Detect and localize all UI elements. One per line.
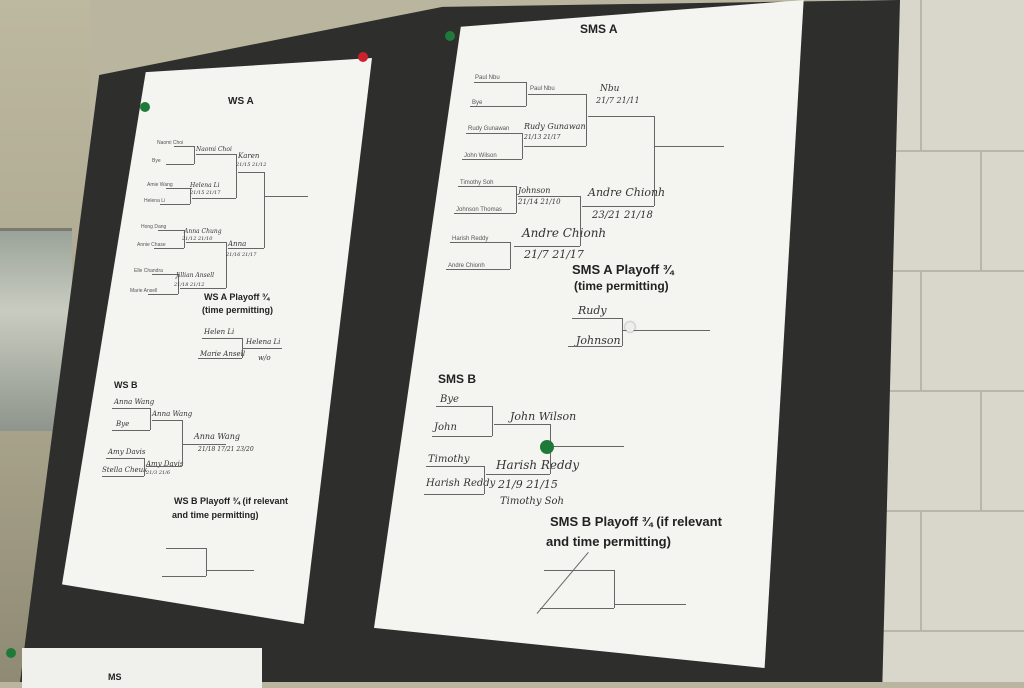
- bracket-name: Hong Dang: [141, 224, 167, 230]
- green-pin: [445, 31, 455, 41]
- bracket-winner: Jillian Ansell: [176, 272, 215, 279]
- ws-a-title: WS A: [228, 96, 254, 107]
- semi-score: 21/16 21/17: [226, 252, 257, 258]
- bracket-name: Marie Ansell: [130, 288, 158, 294]
- final-score: 21/18 17/21 23/20: [198, 446, 254, 453]
- semi-winner: Nbu: [600, 84, 620, 94]
- bottom-sheet: MS: [22, 648, 262, 688]
- bracket-winner: Rudy Gunawan: [524, 122, 586, 131]
- bracket-name: Bye: [440, 394, 459, 405]
- bracket-name: Rudy Gunawan: [468, 126, 510, 132]
- bracket-name: Harish Reddy: [452, 236, 489, 242]
- bracket-winner: Naomi Choi: [196, 146, 232, 153]
- ws-b-title: WS B: [114, 380, 138, 390]
- ws-a-playoff-subtitle: (time permitting): [202, 305, 273, 315]
- sms-a-title: SMS A: [580, 22, 618, 36]
- final-winner: Anna Wang: [194, 432, 240, 441]
- bracket-winner: John Wilson: [510, 410, 577, 423]
- ws-b-playoff-subtitle: and time permitting): [172, 510, 259, 520]
- sms-b-playoff-subtitle: and time permitting): [546, 534, 671, 549]
- bracket-name: Paul Nbu: [475, 75, 500, 81]
- playoff-name: Johnson: [576, 334, 621, 347]
- bracket-winner: Anna Wang: [152, 410, 193, 418]
- ws-b-playoff-title: WS B Playoff ¾ (if relevant: [174, 496, 289, 506]
- bracket-name: Helena Li: [144, 198, 166, 204]
- bottom-sheet-label: MS: [108, 672, 122, 682]
- semi-winner: Anna: [228, 240, 247, 248]
- bracket-name: Bye: [116, 420, 130, 428]
- bracket-name: Timothy: [428, 454, 470, 465]
- bracket-winner: Andre Chionh: [522, 226, 607, 240]
- playoff-name: Marie Ansell: [200, 350, 246, 358]
- bracket-name: Harish Reddy: [426, 478, 496, 489]
- playoff-name: Helen Li: [204, 328, 235, 336]
- bracket-score: 21/18 21/12: [174, 282, 205, 288]
- bracket-score: 21/9 21/15: [498, 478, 558, 491]
- bracket-winner: Anna Chung: [184, 228, 222, 235]
- semi-score: 23/21 21/18: [592, 210, 653, 221]
- bracket-winner: Helena Li: [190, 182, 220, 189]
- bracket-winner: Paul Nbu: [530, 86, 555, 92]
- sms-a-playoff-subtitle: (time permitting): [574, 279, 669, 293]
- bracket-note: Timothy Soh: [500, 496, 564, 507]
- sms-b-playoff-title: SMS B Playoff ¾ (if relevant: [550, 514, 722, 529]
- bracket-name: Annie Chase: [137, 242, 166, 248]
- bracket-score: 21/13 21/17: [524, 134, 561, 141]
- bracket-score: 21/3 21/6: [146, 470, 171, 476]
- bracket-winner: Harish Reddy: [496, 458, 580, 472]
- bracket-name: Anna Wang: [114, 398, 155, 406]
- bracket-winner: Johnson: [518, 186, 551, 195]
- ws-a-playoff-title: WS A Playoff ¾: [204, 292, 270, 302]
- semi-winner: Karen: [238, 152, 260, 160]
- green-pin: [140, 102, 150, 112]
- bracket-name: Amie Wang: [147, 182, 173, 188]
- bracket-score: 21/15 21/17: [190, 190, 221, 196]
- sms-b-title: SMS B: [438, 372, 477, 386]
- bracket-score: 21/14 21/10: [518, 198, 561, 206]
- white-pin: [625, 322, 635, 332]
- playoff-winner: Helena Li: [246, 338, 281, 346]
- bracket-score: 21/7 21/17: [524, 248, 584, 261]
- bracket-name: Timothy Soh: [460, 180, 494, 186]
- bracket-name: Elle Chandra: [134, 268, 163, 274]
- bracket-score: 21/12 21/10: [182, 236, 213, 242]
- bracket-name: John: [434, 422, 457, 433]
- playoff-note: w/o: [258, 354, 271, 362]
- green-pin: [540, 440, 554, 454]
- bracket-name: Amy Davis: [108, 448, 146, 456]
- bracket-name: Naomi Choi: [157, 140, 184, 146]
- semi-winner: Andre Chionh: [588, 186, 666, 199]
- bracket-name: Bye: [472, 100, 483, 106]
- red-pin: [358, 52, 368, 62]
- semi-score: 21/15 21/12: [236, 162, 267, 168]
- playoff-name: Rudy: [578, 304, 607, 317]
- bracket-name: John Wilson: [464, 153, 497, 159]
- bracket-name: Andre Chionh: [448, 263, 485, 269]
- semi-score: 21/7 21/11: [596, 96, 640, 105]
- bracket-name: Johnson Thomas: [456, 207, 502, 213]
- bracket-name: Bye: [152, 158, 161, 164]
- green-pin: [6, 648, 16, 658]
- sms-a-playoff-title: SMS A Playoff ¾: [572, 262, 674, 277]
- bracket-name: Stella Cheuk: [102, 466, 148, 474]
- bracket-winner: Amy Davis: [146, 460, 184, 468]
